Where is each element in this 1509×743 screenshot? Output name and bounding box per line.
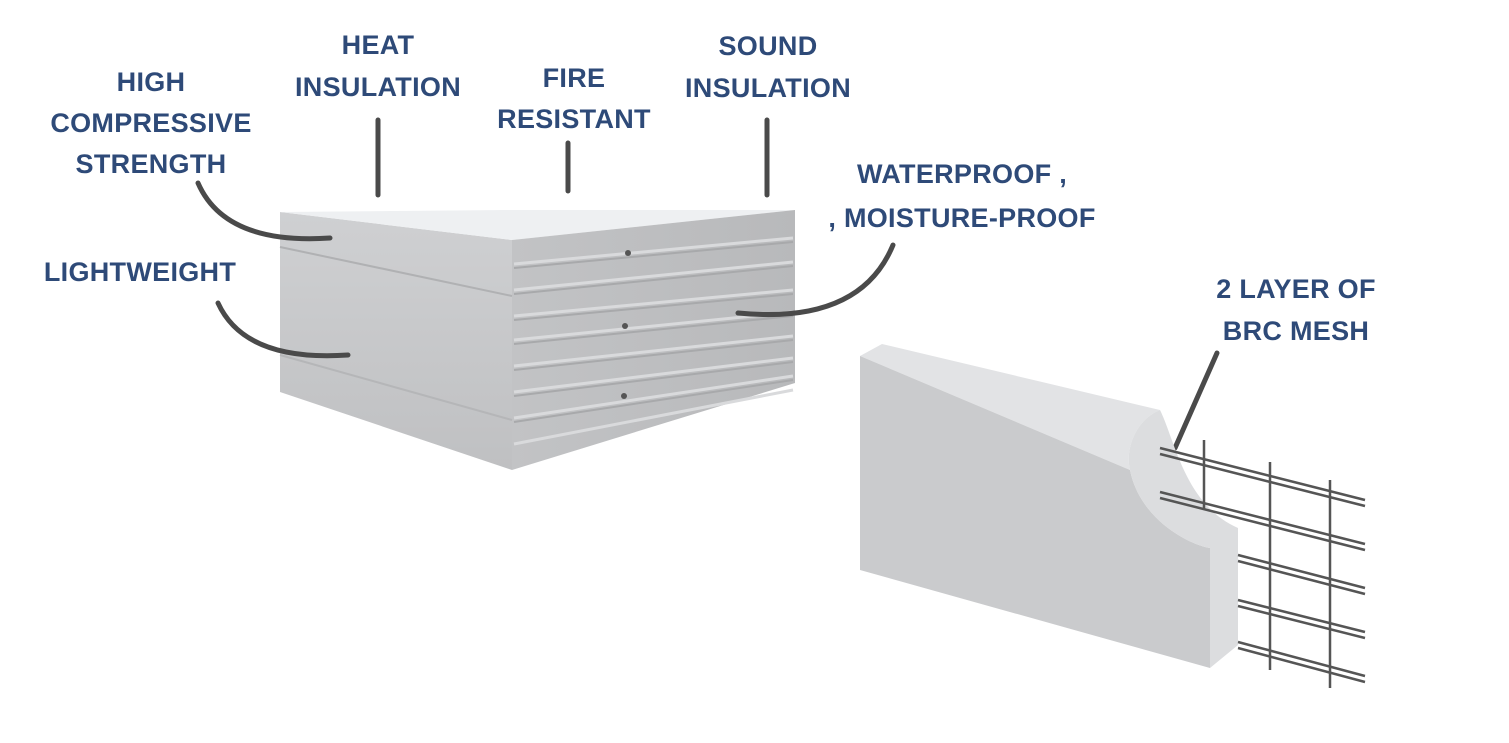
label-waterproof: WATERPROOF , , MOISTURE-PROOF [828,159,1096,233]
stacked-panels [279,210,795,470]
brc-mesh [1159,440,1366,688]
panel-with-mesh [860,344,1366,688]
panel-seam [279,246,513,297]
stack-front-face [280,212,512,470]
panel-top-face [860,344,1160,470]
side-grooves [513,236,794,446]
leader-mesh [1172,350,1220,451]
leader-waterproof [735,242,896,318]
label-high-compressive-strength: HIGH COMPRESSIVE STRENGTH [50,67,252,179]
leader-strength [195,180,333,242]
label-fire-resistant: FIRE RESISTANT [497,63,651,134]
panel-hole [622,323,628,329]
label-brc-mesh: 2 LAYER OF BRC MESH [1216,274,1376,346]
panel-hole [621,393,627,399]
leader-lines [195,117,1220,451]
side-groove-shadows [513,241,794,423]
label-lightweight: LIGHTWEIGHT [43,257,237,287]
panel-front-face [860,356,1210,668]
panel-seam [279,354,513,421]
stack-top-face [280,210,795,240]
leader-lightweight [215,300,351,359]
label-sound-insulation: SOUND INSULATION [685,31,851,103]
label-heat-insulation: HEAT INSULATION [295,30,461,102]
panel-hole [625,250,631,256]
panel-cut-face [1128,410,1238,668]
stack-side-face [512,210,795,470]
